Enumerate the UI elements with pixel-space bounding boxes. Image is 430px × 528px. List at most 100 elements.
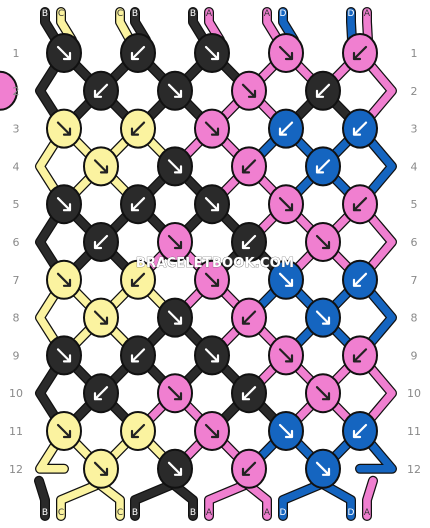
arrow-down-right-icon [315,234,331,250]
row-label-left: 1 [13,47,20,60]
arrow-down-left-icon [93,386,109,401]
string-label-top: A [264,9,271,19]
row-label-right: 9 [411,349,418,362]
row-label-left: 9 [13,349,20,362]
knot [83,70,119,111]
knot [46,33,82,73]
arrow-down-left-icon [130,272,146,287]
arrow-down-left-icon [241,386,257,401]
knot [305,373,341,414]
knot [231,373,267,414]
knot [231,297,267,338]
arrow-down-right-icon [278,423,294,439]
arrow-down-left-icon [241,461,257,476]
arrow-down-right-icon [93,159,109,174]
arrow-down-right-icon [56,272,72,287]
knot [342,33,378,73]
row-label-right: 6 [411,236,418,249]
knot [157,448,193,489]
arrow-down-left-icon [352,121,368,136]
knot [342,184,378,225]
bottom-string-2 [57,477,111,520]
knot [342,411,378,451]
string-label-top: B [190,9,196,19]
arrow-down-left-icon [352,45,368,61]
row-label-right: 8 [411,312,418,325]
arrow-down-right-icon [278,197,294,212]
arrow-down-left-icon [241,234,257,250]
arrow-down-left-icon [315,159,331,174]
bottom-string-4 [131,477,185,520]
arrow-down-left-icon [130,348,146,363]
knot [268,259,304,300]
arrow-down-right-icon [204,45,220,61]
knot [194,33,230,73]
row-label-right: 4 [411,160,418,173]
knot [305,297,341,338]
arrow-down-left-icon [93,83,109,98]
arrow-down-right-icon [278,272,294,287]
knot [342,259,378,300]
top-string-7 [263,8,282,44]
knot [46,108,82,149]
top-string-10 [363,8,372,44]
knot [305,448,341,489]
knot [231,70,267,111]
arrow-down-right-icon [56,197,72,212]
knot [120,335,156,376]
arrow-down-right-icon [56,121,72,136]
knot [157,146,193,187]
arrow-down-left-icon [130,423,146,439]
string-label-bottom: D [348,508,355,518]
arrow-down-right-icon [204,272,220,287]
knot [268,33,304,73]
row-label-right: 1 [411,47,418,60]
row-label-left: 6 [13,236,20,249]
knot [157,222,193,262]
string-label-top: C [58,9,64,19]
row-label-left: 5 [13,198,20,211]
row-label-left: 11 [9,425,23,438]
knot [46,259,82,300]
string-label-bottom: B [42,508,48,518]
arrow-down-right-icon [204,121,220,136]
knot [305,222,341,262]
top-string-5 [189,8,208,44]
string-label-bottom: B [190,508,196,518]
knot [268,411,304,451]
knot [83,222,119,262]
top-string-1 [41,8,60,44]
row-label-left: 3 [13,123,20,136]
row-label-right: 5 [411,198,418,211]
knot [194,259,230,300]
row-label-right: 7 [411,274,418,287]
arrow-down-left-icon [130,121,146,136]
string-label-top: A [364,9,371,19]
arrow-down-right-icon [241,83,257,98]
string-label-bottom: A [206,508,213,518]
arrow-down-right-icon [167,461,183,476]
arrow-down-right-icon [56,45,72,61]
watermark-text: BRACELETBOOK.COM [136,256,294,271]
knot [194,108,230,149]
knot [157,297,193,338]
knot [194,184,230,225]
arrow-down-right-icon [315,386,331,401]
row-label-left: 4 [13,160,20,173]
top-string-3 [116,8,134,44]
arrow-down-right-icon [278,45,294,61]
knot [46,184,82,225]
arrow-down-right-icon [204,348,220,363]
knot [120,33,156,73]
knot [268,108,304,149]
row-label-right: 10 [407,387,421,400]
row-label-right: 11 [407,425,421,438]
row-label-right: 3 [411,123,418,136]
arrow-down-left-icon [315,83,331,98]
row-label-left: 8 [13,312,20,325]
string-label-top: B [132,9,138,19]
arrow-down-right-icon [56,348,72,363]
string-label-top: B [42,9,48,19]
knot [342,335,378,376]
